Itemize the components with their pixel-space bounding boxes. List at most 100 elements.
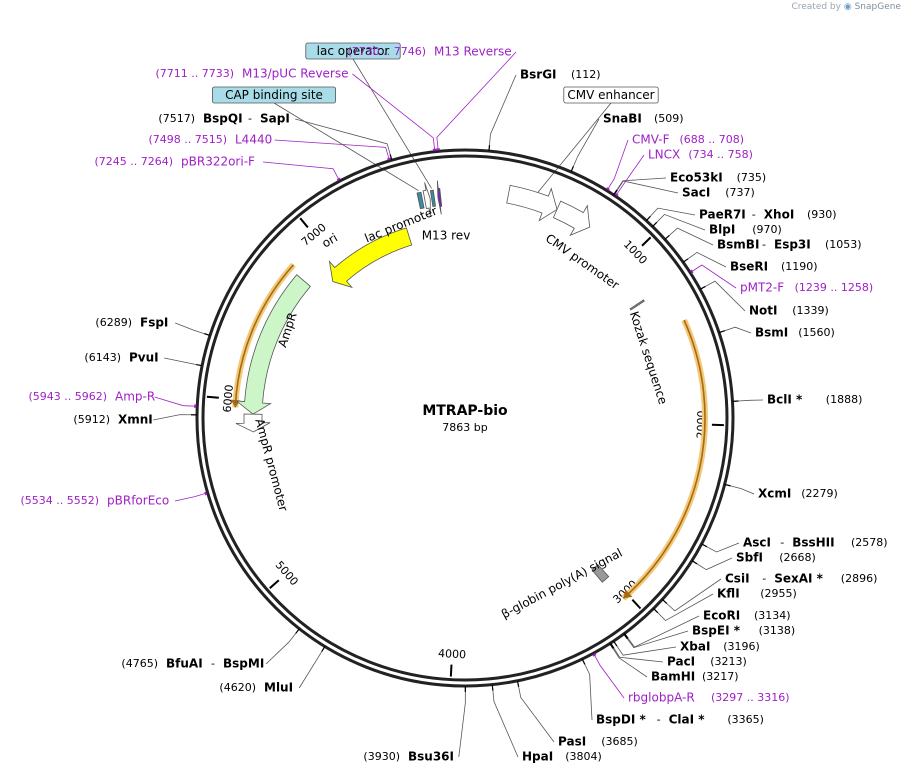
- site-saci[interactable]: SacI(737): [613, 186, 755, 200]
- site-name: XbaI: [680, 640, 710, 654]
- site-xmni[interactable]: (5912) XmnI: [73, 413, 198, 427]
- site-eco53ki[interactable]: Eco53kI (735): [613, 171, 767, 196]
- site-asci[interactable]: AscI-BssHII(2578): [701, 536, 888, 550]
- site-position: (735): [737, 171, 767, 184]
- site-name: EcoRI: [703, 609, 740, 623]
- site-position: (1053): [825, 238, 862, 251]
- site-kfli[interactable]: KflI(2955): [653, 587, 797, 614]
- site-bcli[interactable]: BclI *(1888): [732, 393, 862, 407]
- site-leader: [298, 646, 326, 689]
- primer-leader: [174, 493, 206, 502]
- site-position: (930): [807, 208, 837, 221]
- primer-cmv-f[interactable]: CMV-F(688 .. 708): [605, 133, 744, 191]
- feature-ampr-promoter[interactable]: [235, 413, 271, 433]
- site-snabi[interactable]: SnaBI(509): [570, 112, 684, 173]
- site-paci[interactable]: PacI(3213): [610, 642, 747, 669]
- site-bsu36i[interactable]: (3930)Bsu36I: [363, 685, 466, 764]
- primer-m13-reverse[interactable]: (7730 .. 7746)M13 Reverse: [347, 45, 512, 151]
- feature-cap-binding-site[interactable]: [416, 191, 425, 210]
- primer-pmt2-f[interactable]: pMT2-F(1239 .. 1258): [690, 269, 874, 295]
- primer-leader: [154, 396, 196, 407]
- primer-rbglobpa-r[interactable]: rbglobpA-R(3297 .. 3316): [592, 653, 790, 705]
- site-name: XmnI: [118, 413, 153, 427]
- site-name: SacI: [682, 186, 710, 200]
- site-bsrgi[interactable]: BsrGI(112): [488, 68, 601, 152]
- site-sbfi[interactable]: SbfI(2668): [691, 551, 816, 565]
- primer-name: LNCX: [648, 148, 680, 162]
- site-tick: [682, 258, 689, 263]
- site-mlui[interactable]: (4620)MluI: [219, 646, 326, 695]
- site-position: (5912): [73, 413, 110, 426]
- site-tick: [664, 234, 670, 240]
- site-ecori[interactable]: EcoRI(3134): [623, 609, 791, 639]
- primer-mark: [204, 491, 208, 496]
- site-name: Eco53kI: [670, 171, 723, 185]
- feature-lac-operator[interactable]: [429, 189, 436, 207]
- site-tick: [699, 285, 706, 290]
- primer-range: (1239 .. 1258): [795, 281, 874, 294]
- site-bfuai[interactable]: (4765)BfuAI-BspMI: [121, 628, 300, 671]
- primer-l4440[interactable]: (7498 .. 7515)L4440: [148, 133, 391, 161]
- site-tick: [623, 633, 628, 640]
- site-bspqi[interactable]: (7517)BspQI-SapI: [158, 112, 393, 161]
- primer-pbrforeco[interactable]: (5534 .. 5552)pBRforEco: [20, 491, 208, 508]
- site-bsmbi[interactable]: BsmBI-Esp3I(1053): [664, 234, 862, 252]
- site-bspdi[interactable]: BspDI *-ClaI *(3365): [581, 658, 764, 727]
- site-bamhi[interactable]: BamHI(3217): [609, 643, 739, 684]
- plasmid-name: MTRAP-bio: [422, 403, 508, 419]
- primer-m13-puc-reverse[interactable]: (7711 .. 7733)M13/pUC Reverse: [155, 67, 437, 151]
- site-xbai[interactable]: XbaI(3196): [613, 640, 760, 654]
- primer-lncx[interactable]: LNCX (734 .. 758): [614, 148, 753, 197]
- site-name-2: BssHII: [792, 536, 834, 550]
- site-leader: [682, 251, 727, 268]
- site-hpai[interactable]: HpaI(3804): [491, 684, 602, 764]
- site-position: (1339): [792, 304, 829, 317]
- primer-pbr322ori-f[interactable]: (7245 .. 7264)pBR322ori-F: [94, 155, 341, 182]
- site-bsmi[interactable]: BsmI(1560): [718, 326, 835, 340]
- site-csii[interactable]: CsiI-SexAI *(2896): [661, 572, 877, 604]
- site-bspei[interactable]: BspEI *(3138): [623, 624, 795, 640]
- site-tick: [645, 215, 651, 222]
- site-fspi[interactable]: (6289)FspI: [95, 316, 211, 337]
- site-name: Bsu36I: [408, 750, 454, 764]
- feature-label-ampr-promoter: AmpR promoter: [252, 417, 290, 513]
- site-xcmi[interactable]: XcmI(2279): [724, 483, 838, 501]
- feature-cmv-promoter[interactable]: [552, 200, 591, 237]
- tick-mark: [641, 236, 652, 247]
- feature-lac-promoter[interactable]: [422, 182, 431, 217]
- feature-leader: [273, 102, 419, 192]
- site-position: (1190): [781, 260, 818, 273]
- feature-box-cmv-enhancer[interactable]: [563, 86, 659, 104]
- site-separator: -: [752, 208, 756, 221]
- site-position: (509): [654, 112, 684, 125]
- site-leader: [153, 414, 198, 421]
- site-name-2: BspMI: [223, 657, 264, 671]
- site-blpi[interactable]: BlpI(970): [652, 221, 782, 237]
- site-paer7i[interactable]: PaeR7I-XhoI(930): [645, 208, 837, 222]
- feature-kozak-sequence[interactable]: [629, 299, 645, 311]
- primer-name: rbglobpA-R: [628, 691, 695, 705]
- feature-box-cap-binding-site[interactable]: [211, 86, 336, 104]
- site-bseri[interactable]: BseRI(1190): [682, 258, 818, 274]
- site-pvui[interactable]: (6143)PvuI: [84, 351, 203, 367]
- primer-mark: [605, 187, 610, 191]
- site-separator: -: [211, 657, 215, 670]
- feature-cmv-enhancer[interactable]: [506, 184, 558, 222]
- site-tick: [724, 483, 731, 487]
- primer-amp-r[interactable]: (5943 .. 5962)Amp-R: [28, 390, 197, 408]
- site-name: BsmBI: [717, 238, 759, 252]
- feature-ori[interactable]: [328, 227, 413, 289]
- primer-name: pBR322ori-F: [181, 155, 255, 169]
- feature-globin-poly-a-signal[interactable]: [591, 564, 610, 583]
- site-noti[interactable]: NotI(1339): [699, 285, 829, 318]
- site-position: (7517): [158, 112, 195, 125]
- site-tick: [613, 640, 618, 647]
- feature-box-lac-operator[interactable]: [305, 42, 401, 60]
- feature-m13-rev[interactable]: [436, 180, 443, 215]
- primer-range: (734 .. 758): [688, 148, 753, 161]
- site-position: (3365): [727, 713, 764, 726]
- feature-ampr[interactable]: [235, 274, 312, 415]
- site-leader: [613, 640, 677, 656]
- site-pasi[interactable]: PasI(3685): [516, 680, 638, 749]
- site-leader: [701, 542, 740, 553]
